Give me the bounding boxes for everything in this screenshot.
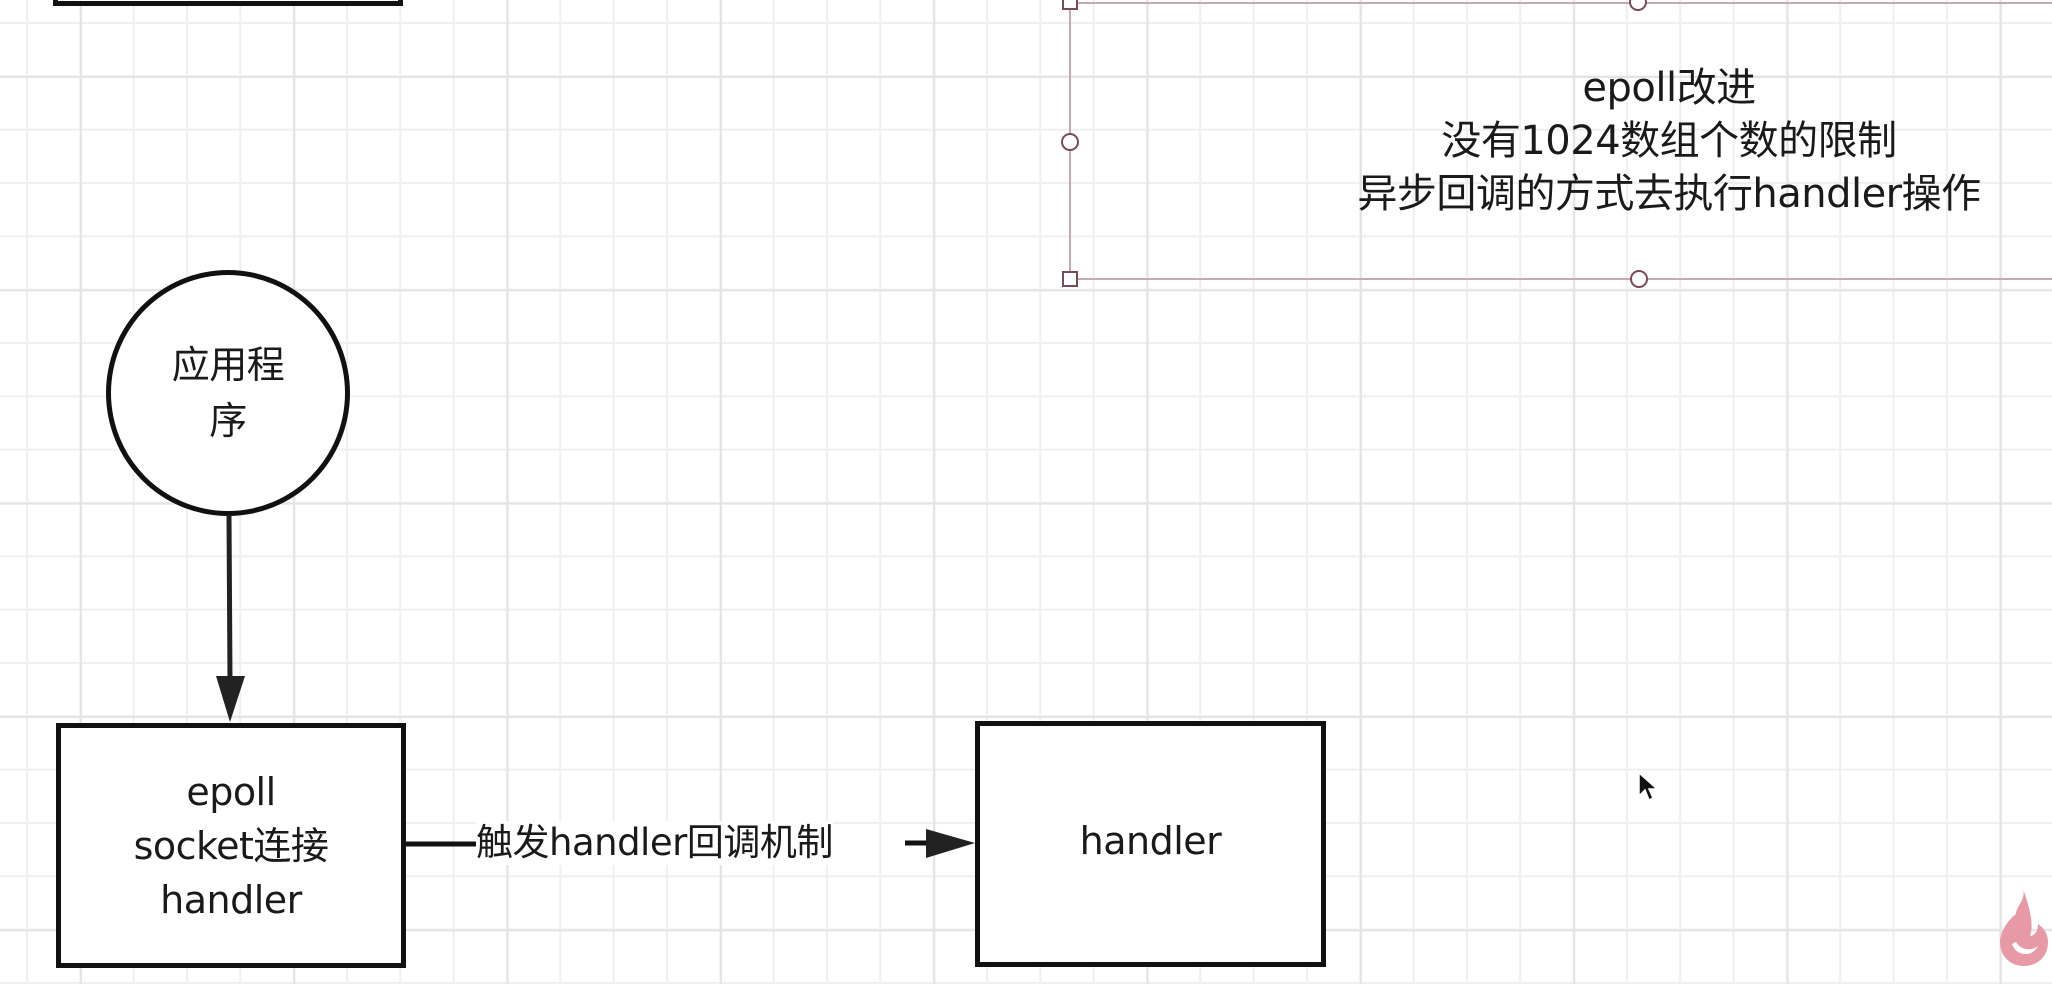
resize-handle-bottom-left[interactable] (1062, 271, 1078, 287)
epoll-box-line-2: socket连接 (133, 823, 329, 868)
epoll-box-line-3: handler (160, 877, 302, 922)
resize-handle-bottom-middle[interactable] (1630, 270, 1648, 288)
note-box-epoll-improvements[interactable]: epoll改进 没有1024数组个数的限制 异步回调的方式去执行handler操… (1069, 2, 2052, 280)
note-line-3: 异步回调的方式去执行handler操作 (1357, 170, 1981, 217)
top-box-partial[interactable] (53, 0, 403, 6)
epoll-box-line-1: epoll (186, 769, 276, 814)
app-circle-line-1: 应用程 (171, 343, 285, 387)
handler-box-label: handler (1079, 819, 1222, 863)
edge-epoll-to-handler[interactable] (404, 829, 975, 858)
edge-app-to-epoll[interactable] (216, 514, 245, 722)
flame-logo-icon (2000, 886, 2048, 966)
handler-box[interactable]: handler (975, 721, 1326, 967)
edge-label-trigger-callback[interactable]: 触发handler回调机制 (476, 821, 833, 865)
epoll-socket-handler-box[interactable]: epoll socket连接 handler (56, 723, 406, 968)
note-line-1: epoll改进 (1582, 64, 1756, 111)
app-circle-node[interactable]: 应用程 序 (106, 270, 350, 516)
note-line-2: 没有1024数组个数的限制 (1441, 117, 1897, 164)
arrowhead-down-icon (216, 676, 245, 722)
arrowhead-right-icon (926, 829, 975, 858)
resize-handle-middle-left[interactable] (1061, 133, 1079, 151)
arrow-cursor-icon (1638, 772, 1659, 802)
resize-handle-top-middle[interactable] (1629, 0, 1647, 11)
resize-handle-top-left[interactable] (1062, 0, 1078, 10)
app-circle-line-2: 序 (209, 399, 247, 443)
